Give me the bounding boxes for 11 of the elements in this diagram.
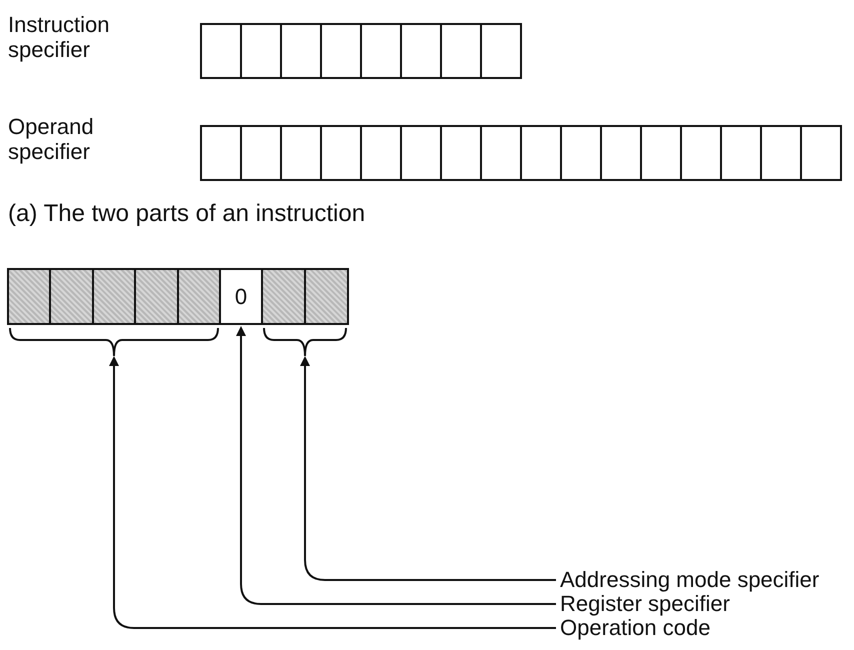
row-label: Instruction specifier (8, 12, 110, 62)
row-label: Operand specifier (8, 114, 95, 164)
bit-field (8, 268, 220, 358)
arrow (300, 356, 556, 581)
bit-field (262, 268, 348, 358)
arrow (109, 356, 556, 629)
arrow (236, 326, 556, 605)
callout-text: Register specifier (560, 592, 730, 616)
caption: (a) The two parts of an instruction (8, 200, 366, 228)
callout-text: Operation code (560, 616, 710, 640)
callout-text: Addressing mode specifier (560, 568, 820, 592)
